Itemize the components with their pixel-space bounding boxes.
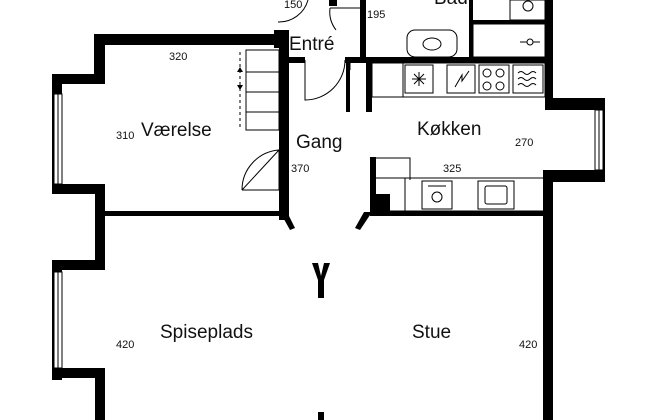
wall-segment — [469, 20, 549, 24]
room-label-vaerelse: Værelse — [141, 120, 212, 141]
wardrobe-frame — [245, 49, 280, 131]
oven — [446, 64, 476, 94]
dimension-label: 320 — [169, 51, 187, 63]
entrance-door-swing — [304, 59, 346, 101]
wall-segment — [329, 0, 337, 6]
wall-segment — [95, 184, 105, 269]
door-frame — [242, 150, 280, 191]
wall-segment — [52, 184, 105, 194]
wall-segment — [360, 0, 366, 63]
door-swing — [277, 0, 309, 23]
wall-segment — [469, 0, 473, 63]
wall-segment — [545, 98, 605, 110]
dimension-label: 325 — [443, 163, 461, 175]
wall-segment — [52, 74, 105, 84]
windows — [53, 93, 604, 369]
wardrobe — [237, 49, 280, 131]
kitchen-counter — [371, 62, 546, 212]
room-labels: Bad Entré Værelse Gang Køkken Spiseplads… — [141, 0, 481, 343]
wall-segment — [52, 260, 105, 270]
washbasin-icon — [422, 37, 442, 51]
washer-icon — [428, 185, 446, 203]
dimension-label: 150 — [284, 0, 302, 11]
wall-segment — [366, 62, 372, 112]
door-swing — [241, 149, 280, 191]
washer-dryer — [421, 180, 453, 210]
wall-segment — [370, 157, 376, 215]
freezer — [404, 64, 434, 94]
shower-area — [472, 23, 546, 58]
arrow-up-icon — [237, 67, 243, 72]
toilet — [509, 0, 546, 21]
wall-segment — [279, 30, 289, 220]
dishwasher — [512, 64, 544, 94]
room-label-stue: Stue — [412, 322, 451, 343]
wall-segment — [545, 170, 605, 182]
wall-segment — [94, 34, 279, 45]
dishwasher-icon — [517, 71, 537, 87]
structural-post-y — [312, 263, 330, 420]
wall-segment — [279, 57, 305, 63]
door-swing — [329, 7, 360, 31]
dimension-label: 420 — [519, 339, 537, 351]
post-icon — [318, 412, 324, 420]
wall-segment — [52, 368, 105, 378]
room-label-spiseplads: Spiseplads — [160, 322, 253, 343]
wall-segment — [105, 211, 280, 216]
dimension-label: 195 — [367, 9, 385, 21]
snowflake-icon — [412, 72, 426, 86]
wall-segment — [345, 57, 550, 63]
counter-top — [371, 62, 546, 98]
dimension-labels: 150 195 320 310 370 270 325 420 420 — [116, 0, 537, 351]
toilet-icon — [522, 0, 534, 12]
wall-segment — [280, 212, 295, 230]
arrow-down-icon — [237, 85, 243, 90]
wall-segment — [346, 62, 350, 112]
dimension-label: 420 — [116, 339, 134, 351]
dimension-label: 370 — [291, 163, 309, 175]
wall-segment — [370, 194, 390, 216]
shower-icon — [520, 38, 540, 46]
doors — [241, 0, 411, 191]
stove — [478, 64, 510, 94]
wall-segment — [355, 212, 372, 230]
room-label-kokken: Køkken — [417, 119, 481, 140]
wall-segment — [366, 106, 372, 109]
dimension-label: 310 — [116, 130, 134, 142]
washbasin — [406, 29, 458, 58]
door-frame — [372, 157, 411, 180]
dimension-label: 270 — [515, 137, 533, 149]
sink-icon — [484, 185, 508, 205]
room-label-gang: Gang — [296, 132, 342, 153]
wall-segment — [95, 368, 105, 420]
lightning-icon — [454, 70, 470, 88]
counter-bottom — [371, 177, 546, 212]
wall-segment — [543, 170, 553, 420]
room-label-entre: Entré — [289, 34, 334, 55]
bathroom-fixtures — [406, 0, 546, 58]
wall-segment — [94, 34, 105, 82]
stove-icon — [482, 68, 505, 91]
post-icon — [312, 263, 330, 298]
wall-segment — [370, 211, 545, 216]
kitchen-sink — [477, 180, 515, 210]
wall-segment — [545, 0, 553, 110]
room-label-bad: Bad — [434, 0, 468, 9]
